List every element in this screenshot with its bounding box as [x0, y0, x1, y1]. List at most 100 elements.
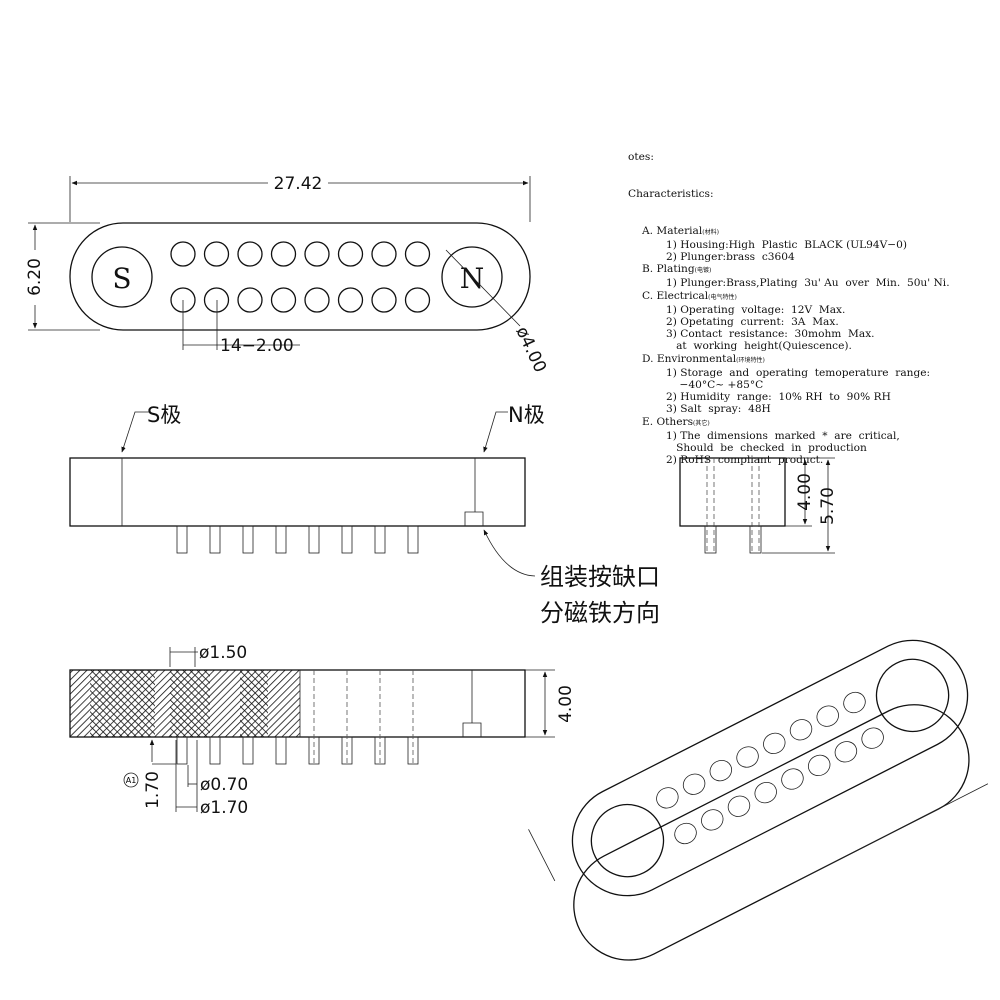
- notes-heading: Characteristics:: [628, 188, 714, 201]
- pin-hole: [304, 241, 330, 267]
- pin-hole: [304, 287, 330, 313]
- pitch-dimension: 14−2.00: [220, 336, 294, 356]
- south-magnet: [91, 246, 153, 308]
- notes-item: 1) The dimensions marked * are critical,: [666, 429, 900, 442]
- pin-hole: [270, 241, 297, 267]
- pin: [209, 525, 221, 554]
- iso-pin-hole: [763, 732, 786, 754]
- pin-hole: [170, 241, 196, 267]
- pin-hole: [371, 241, 397, 267]
- notes-item: 2) Plunger:brass c3604: [666, 251, 795, 264]
- south-label: S: [112, 262, 131, 295]
- iso-pin-hole: [861, 727, 884, 749]
- north-pole-label: N极: [508, 403, 545, 427]
- iso-pin-hole: [816, 705, 839, 727]
- notes-section-label: D. Environmental(环境特性): [642, 352, 765, 365]
- iso-pin-hole: [727, 795, 751, 817]
- iso-magnet-s: [590, 803, 665, 878]
- notes-section-label: A. Material(材料): [642, 224, 719, 237]
- iso-pin-hole: [781, 768, 804, 790]
- critical-mark: A1: [126, 776, 137, 785]
- iso-pin-hole: [656, 787, 679, 809]
- pin-base-dimension: ø1.70: [200, 798, 248, 818]
- iso-pin-hole: [789, 719, 813, 741]
- end-view: 4.00 5.70: [679, 457, 838, 554]
- notes-item: 1) Operating voltage: 12V Max.: [666, 303, 846, 316]
- pin: [275, 736, 287, 765]
- pin: [341, 525, 353, 554]
- pin-hole: [371, 287, 397, 313]
- assembly-note-line2: 分磁铁方向: [540, 599, 660, 627]
- section-housing: [69, 669, 526, 738]
- pin-hole: [237, 287, 263, 313]
- iso-pin-hole: [754, 782, 777, 804]
- pin: [209, 736, 221, 765]
- north-magnet: [441, 246, 503, 308]
- south-pole-label: S极: [147, 403, 181, 427]
- notes-item: at working height(Quiescence).: [666, 340, 852, 353]
- section-pins: [176, 670, 419, 765]
- side-view: S极 N极 组装按缺口 分磁铁方向: [69, 403, 660, 627]
- pin-hole: [203, 241, 230, 267]
- pin-length-dimension: 1.70: [143, 771, 163, 809]
- assembly-note-line1: 组装按缺口: [540, 563, 660, 591]
- housing-outline: [69, 222, 531, 331]
- pin-hole: [237, 241, 263, 267]
- side-pins: [176, 525, 419, 554]
- notes-block: otes: Characteristics: A. Material(材料)1)…: [628, 127, 950, 479]
- height-dimension: 6.20: [25, 258, 45, 296]
- isometric-view: [528, 639, 989, 961]
- notes-item: 1) Housing:High Plastic BLACK (UL94V−0): [666, 238, 908, 251]
- pin: [176, 736, 188, 765]
- iso-pin-hole: [682, 773, 706, 795]
- notes-section-label: B. Plating(电镀): [642, 263, 712, 276]
- width-dimension: 27.42: [274, 174, 323, 194]
- iso-pin-hole: [843, 691, 866, 714]
- iso-pin-hole: [709, 759, 733, 782]
- notes-item: 2) RoHS compliant product.: [666, 454, 824, 467]
- pin: [176, 525, 188, 554]
- iso-pin-hole: [834, 741, 858, 763]
- pin: [275, 525, 287, 554]
- notes-section-label: C. Electrical(电气特性): [642, 289, 737, 302]
- pin-hole: [337, 241, 364, 267]
- notes-item: 2) Opetating current: 3A Max.: [666, 316, 839, 329]
- top-view: S N 27.42 6.20 14−2.00 ø4.00: [25, 174, 550, 376]
- pin-hole: [337, 287, 364, 313]
- section-view: ø1.50 4.00 1.70 A1 ø0.70 ø1.70: [69, 643, 576, 818]
- pin-hole: [203, 287, 230, 313]
- notes-item: 2) Humidity range: 10% RH to 90% RH: [666, 391, 891, 404]
- iso-pin-hole: [736, 746, 759, 768]
- iso-pin-hole: [807, 754, 831, 777]
- notes-section-label: E. Others(其它): [642, 415, 710, 428]
- notes-title: otes:: [628, 151, 654, 164]
- notes-item: 3) Contact resistance: 30mohm Max.: [666, 328, 875, 341]
- iso-magnet-n: [875, 658, 950, 733]
- pin-hole: [404, 287, 431, 313]
- pin-hole: [270, 287, 297, 313]
- notes-item: 1) Plunger:Brass,Plating 3u' Au over Min…: [666, 277, 950, 290]
- critical-mark-circle: [123, 772, 139, 788]
- pin: [242, 736, 254, 765]
- iso-pin-hole: [674, 822, 697, 845]
- end-body-height-dimension: 4.00: [795, 473, 815, 511]
- pin: [308, 525, 320, 554]
- pin-holes: [170, 241, 431, 313]
- iso-top-face: [571, 639, 969, 897]
- notes-item: Should be checked in production: [666, 442, 867, 455]
- pin-hole: [404, 241, 431, 267]
- assembly-notch: [464, 511, 484, 526]
- notes-item: −40°C~ +85°C: [666, 379, 764, 392]
- pin: [407, 525, 419, 554]
- magnet-diameter-leader: [445, 249, 521, 327]
- north-label: N: [460, 262, 485, 295]
- notes-item: 3) Salt spray: 48H: [666, 403, 771, 416]
- magnet-diameter-dimension: ø4.00: [511, 324, 550, 376]
- iso-pin-hole: [701, 809, 724, 831]
- notes-item: 1) Storage and operating temoperature ra…: [666, 366, 931, 379]
- pin: [374, 525, 386, 554]
- hole-diameter-dimension: ø1.50: [199, 643, 247, 663]
- end-total-height-dimension: 5.70: [818, 487, 838, 525]
